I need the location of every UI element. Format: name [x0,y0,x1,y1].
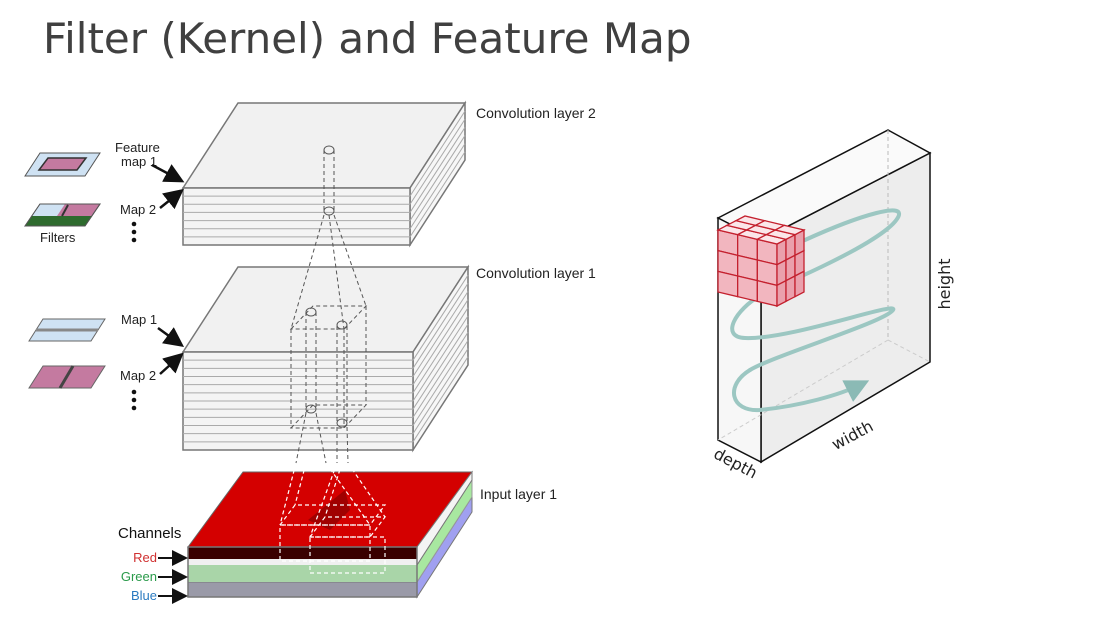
feature-map-slice [412,348,469,434]
feature-map-slice [409,151,466,238]
width-axis-label: width [828,416,876,453]
feature-map-slice [412,274,469,361]
filters-label: Filters [40,230,76,245]
filter-feature-map-1-icon [24,152,101,177]
ellipsis-icon [131,389,137,411]
convolution-layer-1 [181,214,470,453]
kernel-cell [717,270,739,298]
filter-map-1-icon [28,318,106,342]
input-layer-label: Input layer 1 [480,486,557,502]
channel-green-label: Green [121,569,157,584]
feature-map-slice [409,110,466,197]
feature-map-slice [412,356,469,443]
feature-map-slice [412,299,469,385]
feature-map-1-label: Feature [115,140,160,155]
input-layer [187,412,473,599]
convolution-layer-1-label: Convolution layer 1 [476,265,596,281]
convolution-layer-2 [181,100,467,248]
kernel-cell [776,279,787,308]
feature-map-slice [412,332,469,418]
page-title: Filter (Kernel) and Feature Map [43,14,692,63]
feature-map-slice [409,127,466,213]
filter-map-2-icon [24,203,101,227]
feature-map-slice [412,283,469,369]
feature-map-slice [409,135,466,221]
feature-map-slice [412,315,469,402]
map-2-label: Map 2 [120,202,156,217]
feature-volume [716,129,932,464]
height-axis-label: height [935,259,954,310]
arrow-icon [159,352,184,375]
channels-heading: Channels [118,525,181,542]
map-2-layer1-label: Map 2 [120,368,156,383]
filter-map-2-layer1-icon [28,365,106,389]
feature-map-slice [412,307,469,394]
kernel-cell [756,279,778,307]
feature-map-1-label-line2: map 1 [121,154,157,169]
kernel-cell [785,274,796,303]
channel-blue-label: Blue [131,588,157,603]
kernel-cell [737,275,758,303]
convolution-layer-2-label: Convolution layer 2 [476,105,596,121]
feature-map-slice [412,323,469,410]
map-1-label: Map 1 [121,312,157,327]
kernel-cell [794,270,805,298]
feature-map-slice [412,340,469,426]
kernel-cell [773,224,806,236]
feature-map-slice [409,119,466,205]
arrow-icon [157,326,185,347]
feature-map-slice [412,291,469,377]
channel-red-label: Red [133,550,157,565]
arrow-icon [151,163,185,183]
arrow-icon [159,188,184,210]
feature-map-slice [409,143,466,229]
ellipsis-icon [131,221,137,243]
